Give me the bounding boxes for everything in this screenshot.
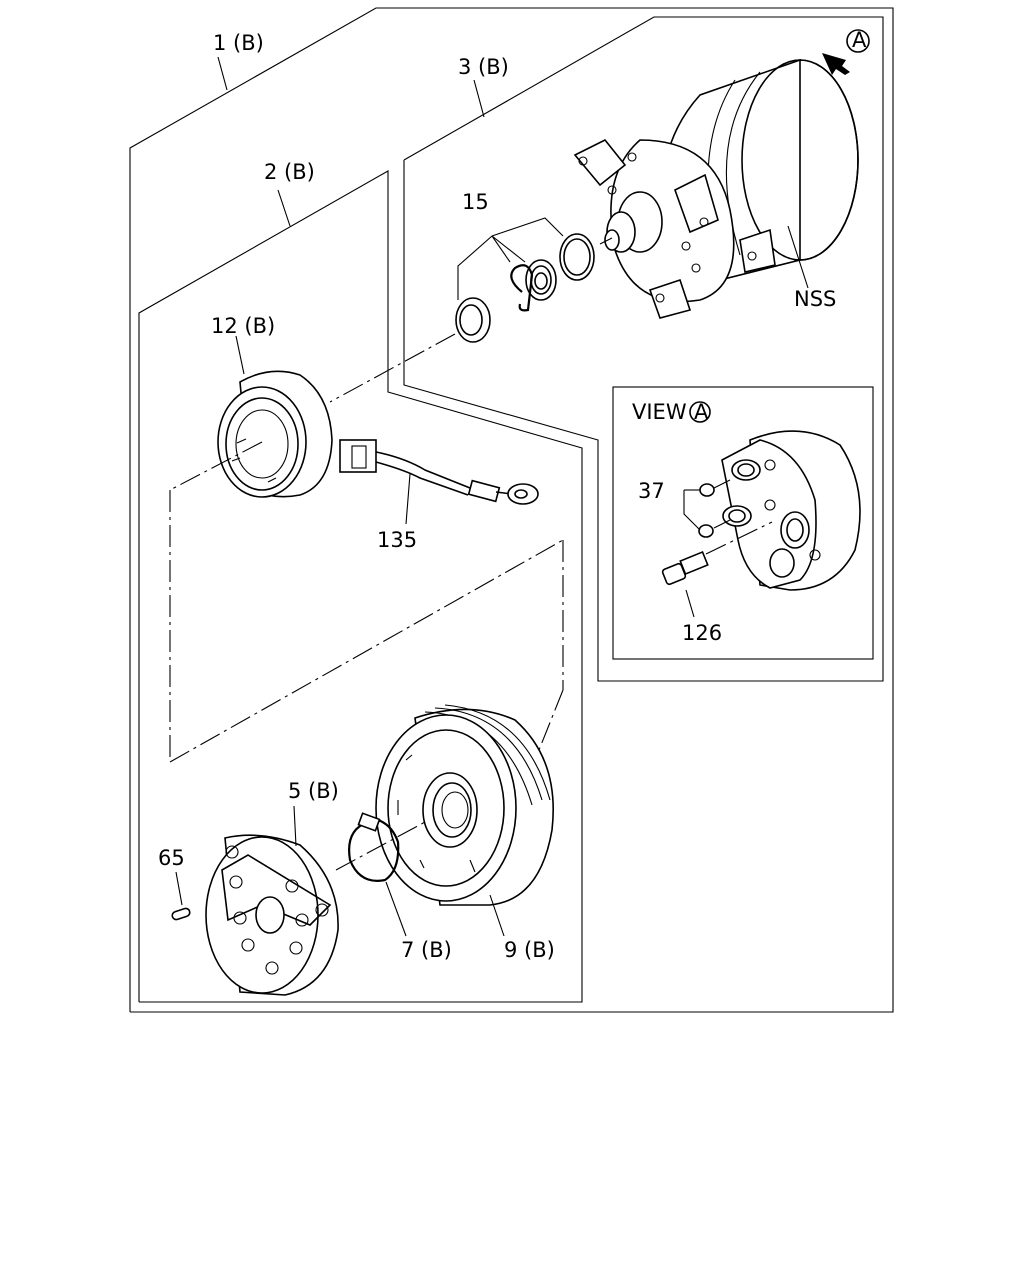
label-part-65: 65	[158, 846, 185, 870]
view-a-arrow	[822, 29, 870, 75]
assembly-3-frame	[403, 16, 884, 682]
label-part-9: 9 (B)	[504, 938, 555, 962]
view-a-circle	[689, 401, 711, 423]
label-assembly-3: 3 (B)	[458, 55, 509, 79]
pin	[171, 871, 191, 921]
label-assembly-2: 2 (B)	[264, 160, 315, 184]
snap-ring	[335, 812, 426, 937]
label-part-15: 15	[462, 190, 489, 214]
view-a-detail	[661, 430, 861, 618]
label-part-5: 5 (B)	[288, 779, 339, 803]
label-arrow-marker: A	[852, 28, 867, 52]
label-part-7: 7 (B)	[401, 938, 452, 962]
label-part-135: 135	[377, 528, 417, 552]
alignment-line-1	[329, 333, 456, 403]
assembly-1-frame	[129, 7, 894, 1013]
shaft-seal-parts	[455, 217, 595, 343]
label-assembly-1: 1 (B)	[213, 31, 264, 55]
assembly-2-frame	[138, 170, 583, 1003]
label-view: VIEW	[632, 400, 687, 424]
label-part-37: 37	[638, 479, 665, 503]
label-nss: NSS	[794, 287, 836, 311]
field-coil	[217, 335, 333, 498]
compressor-body	[573, 58, 859, 319]
label-part-126: 126	[682, 621, 722, 645]
label-part-12: 12 (B)	[211, 314, 275, 338]
pulley	[375, 704, 554, 937]
wire-harness	[339, 439, 539, 525]
view-a-box	[612, 386, 874, 660]
armature-plate	[205, 805, 339, 996]
construction-lines	[169, 441, 564, 763]
label-view-marker: A	[694, 400, 709, 424]
